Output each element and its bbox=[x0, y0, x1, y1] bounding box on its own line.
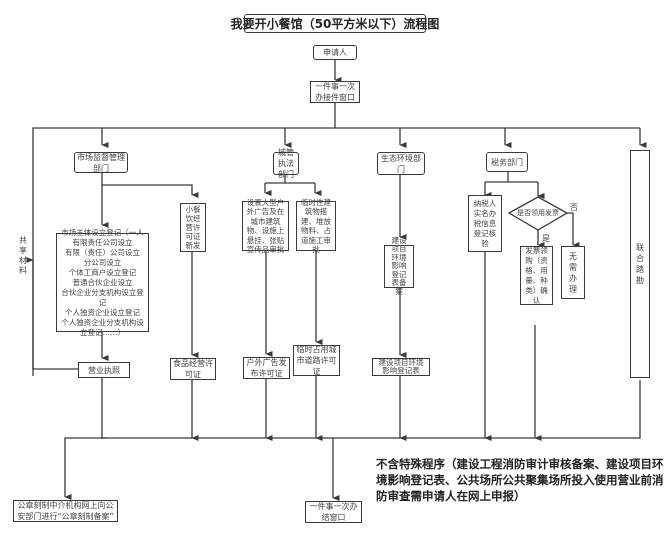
invoice-purchase-label: 发票领购（资格、用量、种类）确认 bbox=[525, 245, 548, 305]
road-permit-node: 临时占用城市道路许可证 bbox=[293, 345, 340, 376]
joint-review-node: 联合踏勘 bbox=[630, 150, 650, 378]
outdoor-permit-label: 户外广告发布许可证 bbox=[246, 358, 287, 378]
outdoor-ad-node: 设置大型户外广告及在城市建筑物、设施上悬挂、张贴宣传品审批 bbox=[242, 198, 289, 254]
env-form-node: 建设项目环境影响登记表 bbox=[372, 358, 430, 376]
no-label: 否 bbox=[570, 203, 578, 212]
market-entity-node: 市场主体设立登记（一人有限责任公司设立 有限（责任）公司设立 分公司设立 个体工… bbox=[56, 228, 149, 337]
taxpayer-verify-label: 纳税人实名办税信息登记核验 bbox=[473, 198, 497, 248]
shared-materials-label: 共享材料 bbox=[19, 236, 27, 275]
edge-no bbox=[567, 212, 580, 248]
page-title: 我要开小餐馆（50平方米以下）流程图 bbox=[231, 14, 439, 33]
market-dept-node: 市场监督管理部门 bbox=[74, 152, 128, 173]
taxpayer-verify-node: 纳税人实名办税信息登记核验 bbox=[468, 195, 502, 252]
bottom-bus bbox=[101, 376, 641, 439]
applicant-node: 申请人 bbox=[313, 45, 357, 60]
one-window-node: 一件事一次办接件窗口 bbox=[310, 81, 360, 103]
temp-building-label: 临时性建筑物搭建、堆放物料、占道施工审批 bbox=[301, 197, 331, 255]
no-need-node: 无需办理 bbox=[561, 246, 585, 299]
outdoor-permit-node: 户外广告发布许可证 bbox=[243, 357, 290, 379]
urban-dept-label: 城管执法部门 bbox=[278, 148, 294, 179]
food-license-label: 食品经营许可证 bbox=[173, 359, 213, 379]
tax-dept-node: 税务部门 bbox=[486, 152, 528, 172]
eco-dept-node: 生态环境部门 bbox=[377, 152, 425, 175]
food-license-node: 食品经营许可证 bbox=[170, 358, 216, 380]
completion-window-label: 一件事一次办结窗口 bbox=[309, 502, 358, 522]
env-filing-label: 建设项目环境影响登记表备案 bbox=[391, 235, 407, 296]
completion-window-node: 一件事一次办结窗口 bbox=[305, 501, 362, 523]
env-filing-node: 建设项目环境影响登记表备案 bbox=[384, 236, 414, 295]
eco-dept-label: 生态环境部门 bbox=[381, 153, 421, 174]
seal-filing-label: 公章刻制中介机构网上向公安部门进行“公章刻制备案” bbox=[17, 501, 114, 521]
small-catering-label: 小餐饮经营许可证新发 bbox=[185, 205, 201, 250]
market-dept-label: 市场监督管理部门 bbox=[77, 152, 125, 173]
edge-bus-seal bbox=[64, 437, 106, 500]
no-need-label: 无需办理 bbox=[569, 251, 577, 294]
small-catering-node: 小餐饮经营许可证新发 bbox=[180, 203, 206, 252]
invoice-purchase-node: 发票领购（资格、用量、种类）确认 bbox=[520, 246, 553, 305]
invoice-question-label: 是否领用发票 bbox=[517, 209, 559, 217]
edge-shared-materials bbox=[26, 257, 78, 370]
one-window-label: 一件事一次办接件窗口 bbox=[315, 82, 355, 102]
special-procedure-note: 不含特殊程序（建设工程消防审计审核备案、建设项目环境影响登记表、公共场所公共聚集… bbox=[376, 457, 664, 503]
business-license-label: 营业执照 bbox=[88, 365, 120, 375]
yes-label: 是 bbox=[542, 234, 550, 243]
joint-review-label: 联合踏勘 bbox=[636, 243, 644, 285]
edge-market-catering bbox=[102, 184, 199, 198]
market-entity-label: 市场主体设立登记（一人有限责任公司设立 有限（责任）公司设立 分公司设立 个体工… bbox=[61, 227, 144, 337]
outdoor-ad-label: 设置大型户外广告及在城市建筑物、设施上悬挂、张贴宣传品审批 bbox=[246, 197, 285, 255]
tax-dept-label: 税务部门 bbox=[491, 157, 523, 167]
road-permit-label: 临时占用城市道路许可证 bbox=[296, 345, 337, 376]
applicant-label: 申请人 bbox=[323, 48, 347, 57]
business-license-node: 营业执照 bbox=[78, 362, 130, 378]
env-form-label: 建设项目环境影响登记表 bbox=[378, 357, 424, 375]
urban-dept-node: 城管执法部门 bbox=[273, 148, 299, 179]
seal-filing-node: 公章刻制中介机构网上向公安部门进行“公章刻制备案” bbox=[13, 500, 118, 522]
temp-building-node: 临时性建筑物搭建、堆放物料、占道施工审批 bbox=[296, 198, 336, 254]
